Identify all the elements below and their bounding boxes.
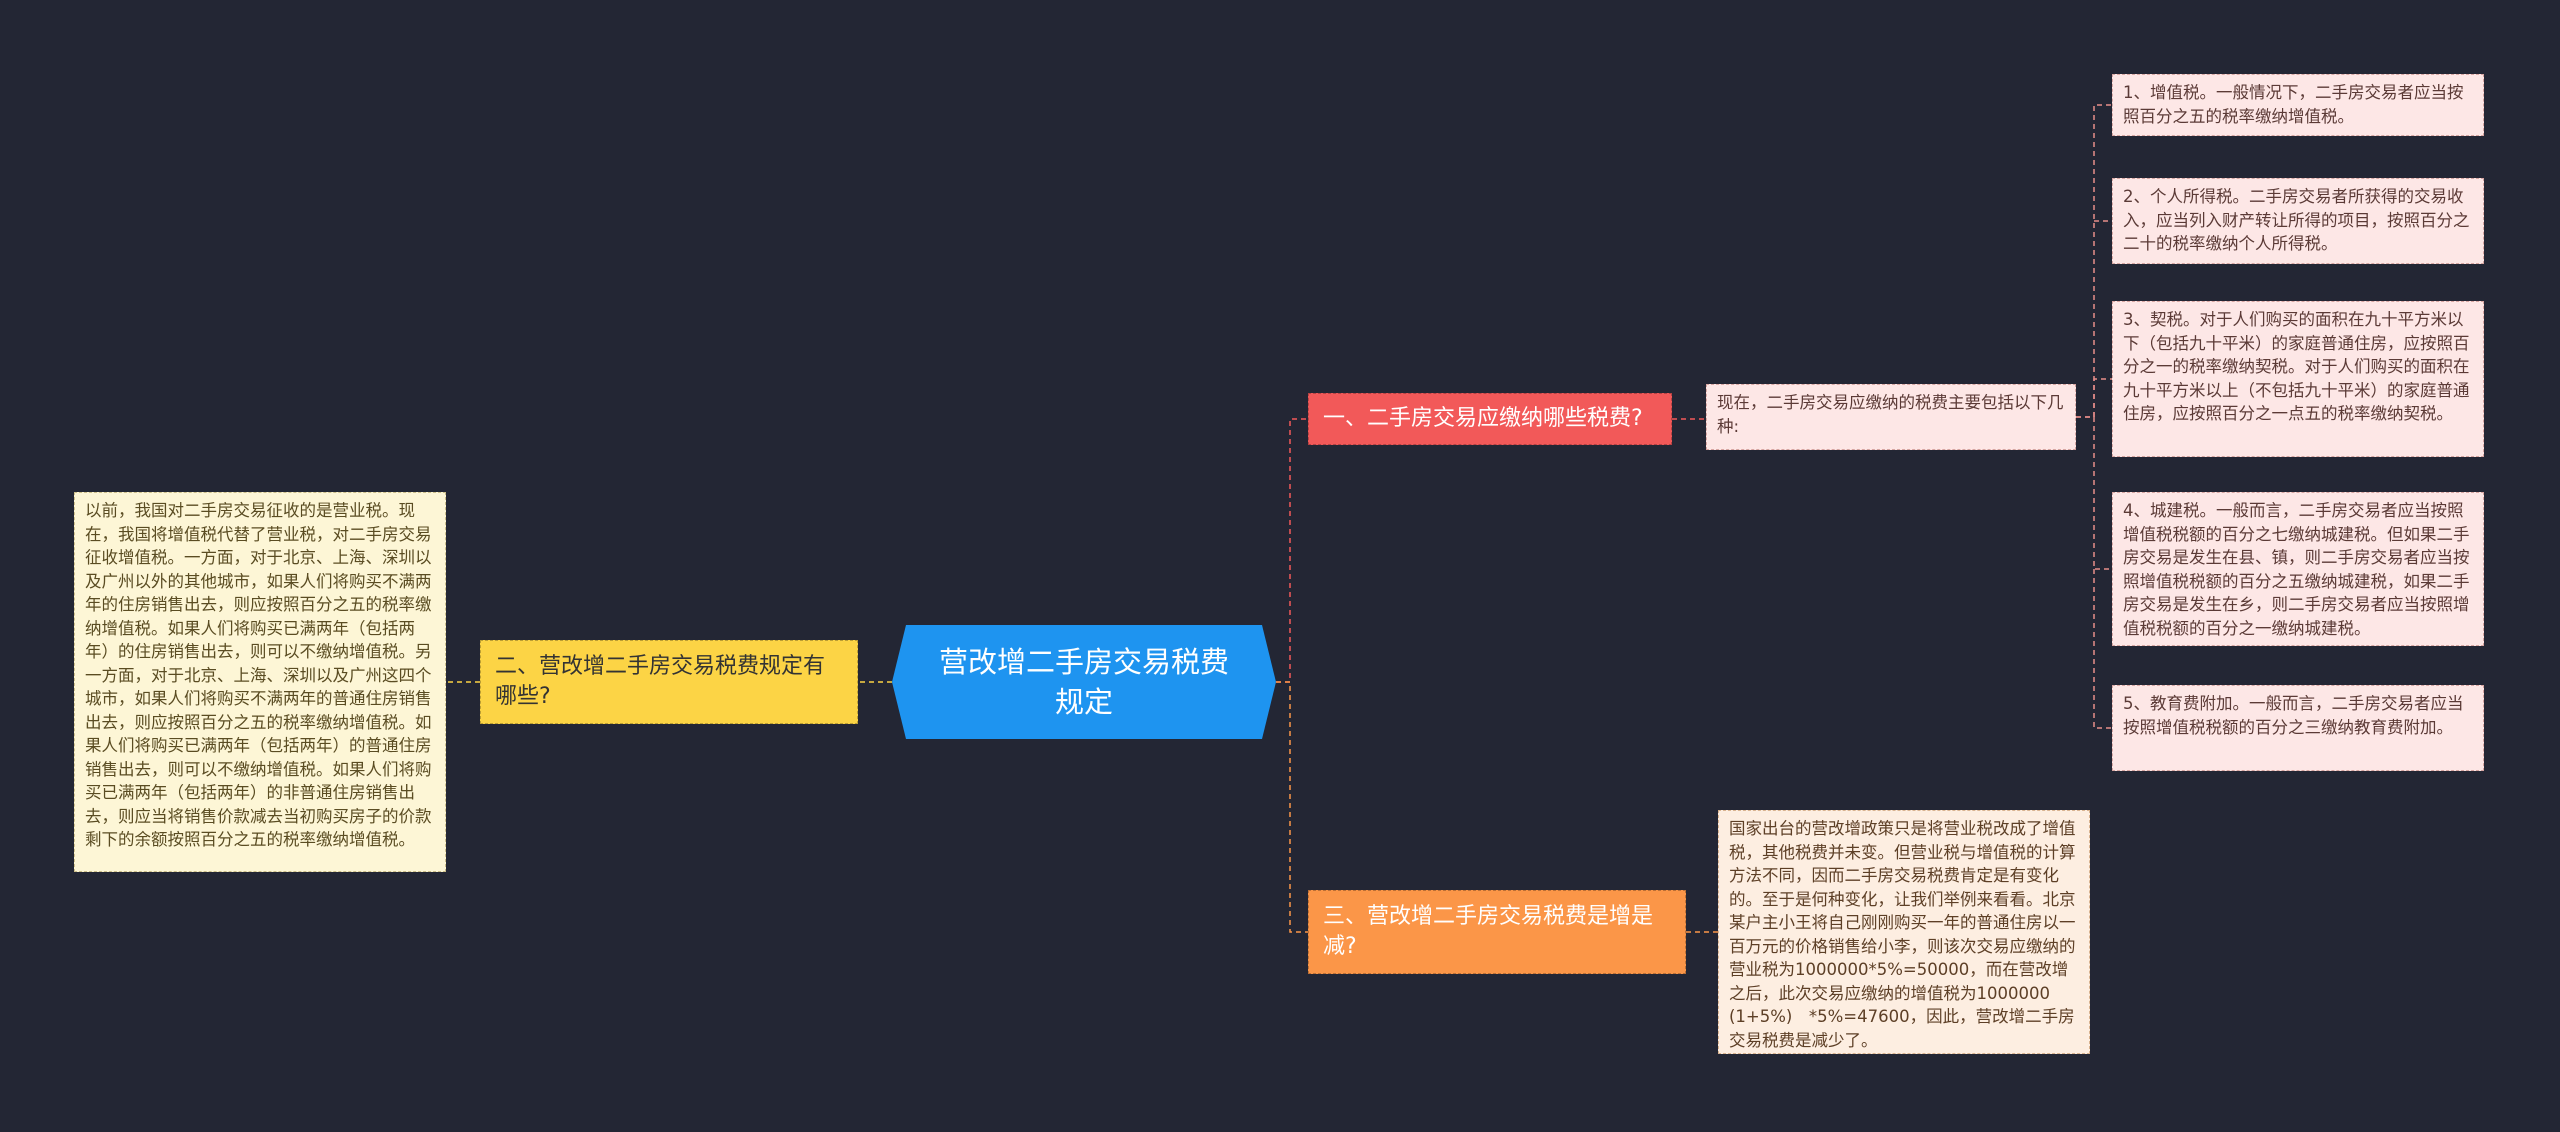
link-intro-item1 bbox=[2076, 104, 2112, 418]
increase-decrease-detail-text: 国家出台的营改增政策只是将营业税改成了增值税，其他税费并未变。但营业税与增值税的… bbox=[1729, 819, 2076, 1050]
leaf-vat[interactable]: 1、增值税。一般情况下，二手房交易者应当按照百分之五的税率缴纳增值税。 bbox=[2112, 74, 2484, 136]
leaf-urban-construction-tax[interactable]: 4、城建税。一般而言，二手房交易者应当按照增值税税额的百分之七缴纳城建税。但如果… bbox=[2112, 492, 2484, 646]
vat-regulations-detail[interactable]: 以前，我国对二手房交易征收的是营业税。现在，我国将增值税代替了营业税，对二手房交… bbox=[74, 492, 446, 872]
vat-regulations-detail-text: 以前，我国对二手房交易征收的是营业税。现在，我国将增值税代替了营业税，对二手房交… bbox=[85, 501, 432, 849]
central-topic[interactable]: 营改增二手房交易税费规定 bbox=[892, 625, 1276, 739]
increase-decrease-detail[interactable]: 国家出台的营改增政策只是将营业税改成了增值税，其他税费并未变。但营业税与增值税的… bbox=[1718, 810, 2090, 1054]
taxes-intro-text: 现在，二手房交易应缴纳的税费主要包括以下几种: bbox=[1717, 393, 2064, 436]
branch-increase-or-decrease-label: 三、营改增二手房交易税费是增是减? bbox=[1323, 904, 1654, 959]
link-central-branch1 bbox=[1276, 418, 1308, 683]
leaf-education-surcharge-text: 5、教育费附加。一般而言，二手房交易者应当按照增值税税额的百分之三缴纳教育费附加… bbox=[2123, 694, 2464, 737]
leaf-income-tax-text: 2、个人所得税。二手房交易者所获得的交易收入，应当列入财产转让所得的项目，按照百… bbox=[2123, 187, 2470, 253]
leaf-deed-tax[interactable]: 3、契税。对于人们购买的面积在九十平方米以下（包括九十平米）的家庭普通住房，应按… bbox=[2112, 301, 2484, 457]
leaf-education-surcharge[interactable]: 5、教育费附加。一般而言，二手房交易者应当按照增值税税额的百分之三缴纳教育费附加… bbox=[2112, 685, 2484, 771]
leaf-urban-construction-tax-text: 4、城建税。一般而言，二手房交易者应当按照增值税税额的百分之七缴纳城建税。但如果… bbox=[2123, 501, 2470, 638]
taxes-intro-node[interactable]: 现在，二手房交易应缴纳的税费主要包括以下几种: bbox=[1706, 384, 2076, 450]
link-intro-item3 bbox=[2076, 378, 2112, 418]
central-topic-label: 营改增二手房交易税费规定 bbox=[938, 645, 1229, 719]
branch-increase-or-decrease[interactable]: 三、营改增二手房交易税费是增是减? bbox=[1308, 890, 1686, 974]
branch-taxes-payable-label: 一、二手房交易应缴纳哪些税费? bbox=[1323, 406, 1643, 431]
leaf-deed-tax-text: 3、契税。对于人们购买的面积在九十平方米以下（包括九十平米）的家庭普通住房，应按… bbox=[2123, 310, 2470, 423]
branch-vat-regulations[interactable]: 二、营改增二手房交易税费规定有哪些? bbox=[480, 640, 858, 724]
link-intro-item4 bbox=[2093, 417, 2112, 570]
leaf-income-tax[interactable]: 2、个人所得税。二手房交易者所获得的交易收入，应当列入财产转让所得的项目，按照百… bbox=[2112, 178, 2484, 264]
branch-taxes-payable[interactable]: 一、二手房交易应缴纳哪些税费? bbox=[1308, 393, 1672, 445]
branch-vat-regulations-label: 二、营改增二手房交易税费规定有哪些? bbox=[495, 654, 826, 709]
link-intro-item5 bbox=[2093, 569, 2112, 729]
link-central-branch3 bbox=[1276, 681, 1308, 933]
leaf-vat-text: 1、增值税。一般情况下，二手房交易者应当按照百分之五的税率缴纳增值税。 bbox=[2123, 83, 2464, 126]
